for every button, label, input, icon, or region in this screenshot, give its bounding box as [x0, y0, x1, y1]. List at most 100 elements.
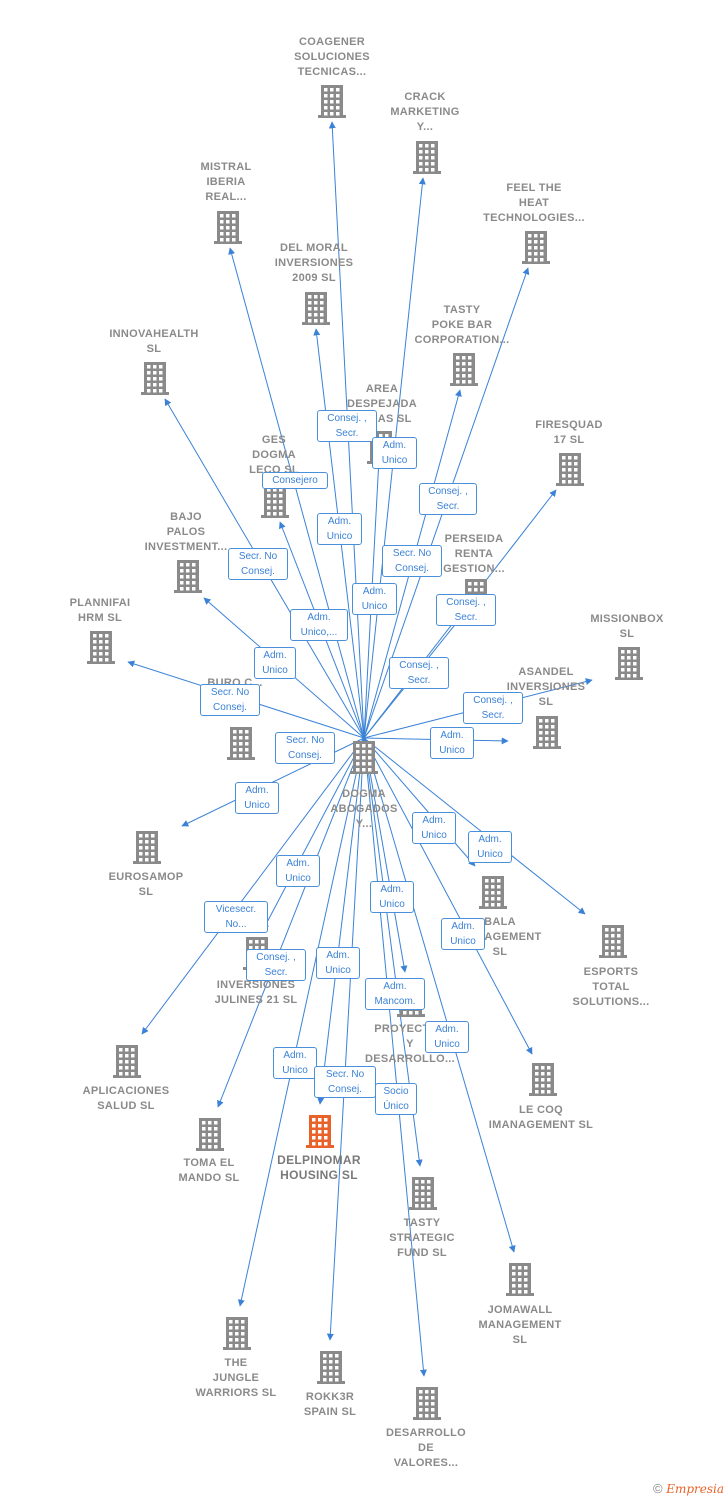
company-coagener-label[interactable]: COAGENER SOLUCIONES TECNICAS... [294, 36, 370, 78]
company-asandel-label[interactable]: ASANDEL INVERSIONES SL [506, 666, 586, 708]
role-bajo-badge: Secr. No Consej. [228, 548, 288, 580]
role-firesquad-badge: Consej. , Secr. [436, 594, 496, 626]
role-tasty_poke-badge: Consej. , Secr. [419, 483, 477, 515]
role-desarrollo-badge: Socio Único [375, 1083, 417, 1115]
company-esports-icon [599, 925, 627, 958]
role-innovahealth-badge: Secr. No Consej. [275, 732, 335, 764]
edge-jomawall [363, 737, 516, 1253]
company-eurosamop-label[interactable]: EUROSAMOP SL [108, 871, 184, 898]
company-crack-icon [413, 141, 441, 174]
company-missionbox-icon [615, 647, 643, 680]
company-jungle-label[interactable]: THE JUNGLE WARRIORS SL [195, 1357, 277, 1399]
role-area-badge: Adm. Unico [352, 583, 397, 615]
company-toma-icon [196, 1118, 224, 1151]
company-perseida-label[interactable]: PERSEIDA RENTA GESTION... [443, 533, 505, 575]
edge-desarrollo_valores [363, 737, 427, 1377]
company-eurosamop-icon [133, 831, 161, 864]
role-bala-badge: Adm. Unico [412, 812, 456, 844]
company-missionbox-label[interactable]: MISSIONBOX SL [590, 613, 664, 640]
edge-proyectos [363, 737, 408, 973]
center-company-label[interactable]: DOGMA ABOGADOS Y... [330, 788, 398, 830]
edge-esports [363, 737, 586, 915]
company-lecoq-icon [529, 1063, 557, 1096]
role-eurosamop-badge: Adm. Unico [235, 782, 279, 814]
company-jomawall-label[interactable]: JOMAWALL MANAGEMENT SL [478, 1304, 562, 1346]
company-esports-label[interactable]: ESPORTS TOTAL SOLUTIONS... [572, 966, 650, 1008]
company-delpinomar-icon [306, 1115, 334, 1148]
edge-jungle [237, 737, 365, 1307]
role-aplicaciones-badge: Vicesecr. No... [204, 901, 268, 933]
edge-lecoq [363, 737, 533, 1055]
company-tasty_strategic-label[interactable]: TASTY STRATEGIC FUND SL [389, 1217, 455, 1259]
company-plannifai-label[interactable]: PLANNIFAI HRM SL [69, 597, 131, 624]
company-desarrollo_valores-label[interactable]: DESARROLLO DE VALORES... [386, 1427, 466, 1469]
edge-toma [217, 737, 365, 1108]
company-rokk3r-label[interactable]: ROKK3R SPAIN SL [303, 1391, 357, 1418]
role-ges-badge: Consejero [262, 472, 328, 489]
brand-logo: Empresia [666, 1482, 724, 1496]
role-proyectos-badge: Adm. Unico [370, 881, 414, 913]
copyright-symbol: © [652, 1481, 663, 1496]
company-feelheat-label[interactable]: FEEL THE HEAT TECHNOLOGIES... [483, 182, 585, 224]
role-delpinomar-badge: Secr. No Consej. [314, 1066, 376, 1098]
copyright: © Empresia [653, 1481, 724, 1496]
edge-delpinomar [317, 737, 365, 1105]
company-delmoral-label[interactable]: DEL MORAL INVERSIONES 2009 SL [274, 242, 354, 284]
role-mistral-badge: Adm. Unico,... [290, 609, 348, 641]
company-innovahealth-icon [141, 362, 169, 395]
company-tasty_poke-icon [450, 353, 478, 386]
edge-rokk3r [326, 737, 365, 1341]
role-crack-badge: Adm. Unico [372, 437, 417, 469]
role-asandel-badge: Adm. Unico [430, 727, 474, 759]
company-innovahealth-label[interactable]: INNOVAHEALTH SL [109, 328, 199, 355]
edge-julines [262, 737, 365, 931]
company-julines-label[interactable]: INVERSIONES JULINES 21 SL [214, 979, 298, 1006]
company-jomawall-icon [506, 1263, 534, 1296]
company-crack-label[interactable]: CRACK MARKETING Y... [390, 91, 460, 133]
role-rokk3r-badge: Adm. Unico [316, 947, 360, 979]
role-jungle-badge: Adm. Unico [273, 1047, 317, 1079]
company-plannifai-icon [87, 631, 115, 664]
company-buro-icon [227, 727, 255, 760]
role-lecoq-badge: Adm. Unico [441, 918, 485, 950]
role-coagener-badge: Consej. , Secr. [317, 410, 377, 442]
company-tasty_poke-label[interactable]: TASTY POKE BAR CORPORATION... [414, 304, 510, 346]
edge-aplicaciones [141, 737, 365, 1035]
company-bajo-icon [174, 560, 202, 593]
company-toma-label[interactable]: TOMA EL MANDO SL [178, 1157, 240, 1184]
role-missionbox-badge: Consej. , Secr. [463, 692, 523, 724]
company-tasty_strategic-icon [409, 1177, 437, 1210]
company-lecoq-label[interactable]: LE COQ IMANAGEMENT SL [488, 1104, 594, 1131]
edge-mistral [228, 247, 365, 739]
role-buro-badge: Secr. No Consej. [200, 684, 260, 716]
company-firesquad-icon [556, 453, 584, 486]
role-julines-badge: Adm. Unico [276, 855, 320, 887]
company-aplicaciones-label[interactable]: APLICACIONES SALUD SL [82, 1085, 170, 1112]
company-desarrollo_valores-icon [413, 1387, 441, 1420]
company-mistral-label[interactable]: MISTRAL IBERIA REAL... [200, 161, 252, 203]
company-aplicaciones-icon [113, 1045, 141, 1078]
company-firesquad-label[interactable]: FIRESQUAD 17 SL [535, 419, 603, 446]
company-delmoral-icon [302, 292, 330, 325]
role-jomawall-badge: Adm. Unico [425, 1021, 469, 1053]
role-delmoral-badge: Adm. Unico [317, 513, 362, 545]
role-plannifai-badge: Adm. Unico [254, 647, 296, 679]
role-tasty_strategic-badge: Adm. Mancom. [365, 978, 425, 1010]
company-ges-icon [261, 485, 289, 518]
company-rokk3r-icon [317, 1351, 345, 1384]
center-company-icon [350, 741, 378, 774]
company-bajo-label[interactable]: BAJO PALOS INVESTMENT... [144, 511, 228, 553]
role-toma-badge: Consej. , Secr. [246, 949, 306, 981]
company-jungle-icon [223, 1317, 251, 1350]
company-asandel-icon [533, 716, 561, 749]
company-feelheat-icon [522, 231, 550, 264]
company-coagener-icon [318, 85, 346, 118]
company-bala-icon [479, 876, 507, 909]
company-mistral-icon [214, 211, 242, 244]
edge-bala [363, 737, 476, 867]
company-delpinomar-label[interactable]: DELPINOMAR HOUSING SL [277, 1153, 361, 1182]
role-perseida-badge: Consej. , Secr. [389, 657, 449, 689]
role-feelheat-badge: Secr. No Consej. [382, 545, 442, 577]
role-esports-badge: Adm. Unico [468, 831, 512, 863]
